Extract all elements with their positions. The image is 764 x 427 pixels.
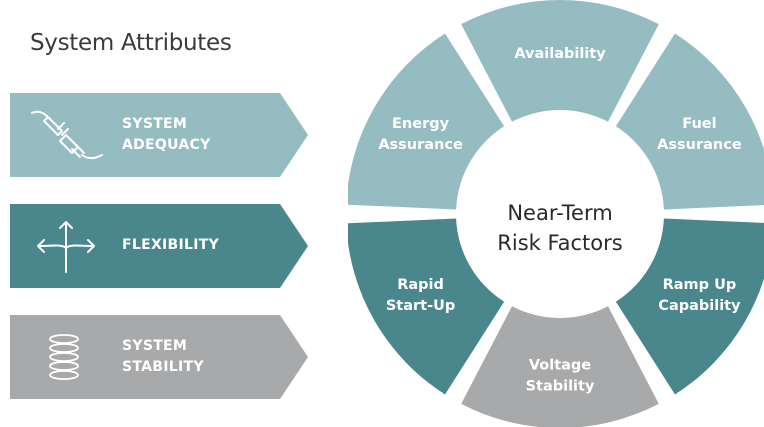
attribute-flexibility: FLEXIBILITY <box>10 204 310 288</box>
wheel-segment-label: Rapid <box>397 277 444 293</box>
wheel-segment <box>615 33 764 210</box>
attribute-label: SYSTEM STABILITY <box>122 336 204 378</box>
wheel-segment-label: Availability <box>514 46 606 62</box>
wheel-segment <box>348 218 505 395</box>
wheel-segment <box>461 0 659 122</box>
attribute-label: SYSTEM ADEQUACY <box>122 114 211 156</box>
center-label-line1: Near-Term <box>507 201 612 225</box>
attribute-label-line1: SYSTEM <box>122 116 188 132</box>
wheel-segment-label: Ramp Up <box>663 277 737 293</box>
plug-icon <box>31 110 103 160</box>
wheel-segment <box>615 218 764 395</box>
wheel-segment-label: Energy <box>392 116 450 132</box>
wheel-segment-label: Assurance <box>378 137 463 153</box>
attribute-label-line1: FLEXIBILITY <box>122 237 220 253</box>
attribute-arrow-shape <box>10 204 308 288</box>
arrows-split-icon <box>37 221 95 273</box>
center-label-line2: Risk Factors <box>497 231 622 255</box>
wheel-segment-label: Start-Up <box>386 298 455 314</box>
attribute-arrow-shape <box>10 315 308 399</box>
wheel-segment-label: Capability <box>658 298 741 314</box>
attribute-system-adequacy: SYSTEM ADEQUACY <box>10 93 310 177</box>
wheel-segment-label: Fuel <box>682 116 716 132</box>
attribute-label: FLEXIBILITY <box>122 235 219 256</box>
wheel-segment-label: Voltage <box>529 358 591 374</box>
attribute-label-line2: STABILITY <box>122 359 204 375</box>
attribute-label-line2: ADEQUACY <box>122 137 211 153</box>
coil-spring-icon <box>49 334 79 380</box>
wheel-segment-label: Stability <box>526 379 595 395</box>
wheel-segment-label: Assurance <box>657 137 742 153</box>
page-title: System Attributes <box>30 30 232 56</box>
wheel-segment <box>461 306 659 427</box>
wheel-segment <box>348 33 505 210</box>
wheel-center: Near-Term Risk Factors <box>497 201 622 255</box>
attribute-system-stability: SYSTEM STABILITY <box>10 315 310 399</box>
attribute-label-line1: SYSTEM <box>122 338 188 354</box>
